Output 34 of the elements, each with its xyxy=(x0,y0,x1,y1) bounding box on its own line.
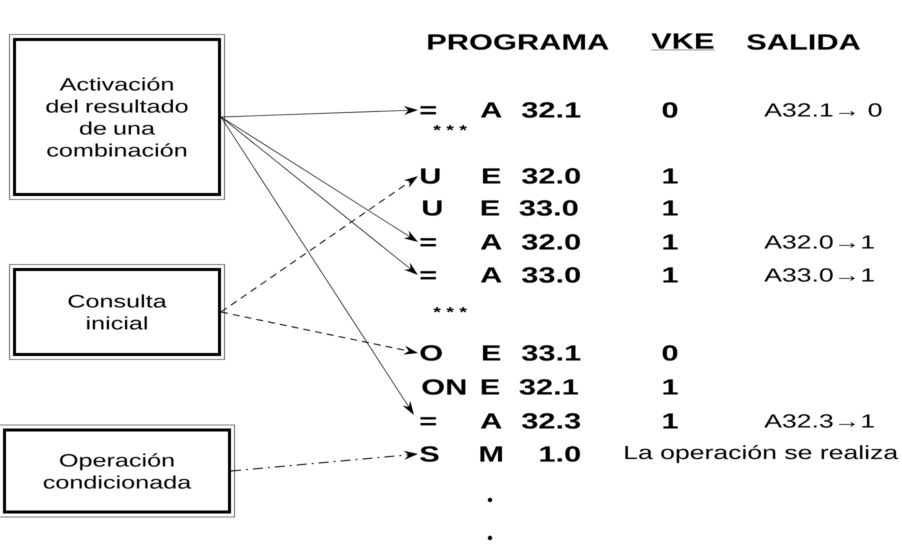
text-box: Operación condicionada xyxy=(0,424,235,518)
output-value: A32.1→ 0 xyxy=(764,103,882,117)
vke-value: 0 xyxy=(662,345,678,361)
vke-value: 1 xyxy=(663,267,678,283)
address: 33.0 xyxy=(520,200,578,216)
program-line: U E 32.0 xyxy=(421,168,580,184)
text-box: Activación del resultado de una combinación xyxy=(9,34,225,200)
output-value: A33.0→1 xyxy=(764,268,874,282)
column-heading: VKE xyxy=(651,33,715,50)
program-line: = A 32.3 xyxy=(420,413,580,429)
program-line: S M 1.0 xyxy=(420,446,580,462)
vke-value: 1 xyxy=(663,168,678,184)
result-note: La operación se realiza xyxy=(625,445,898,463)
program-line: = A 33.0 xyxy=(420,267,580,283)
ellipsis-stars: * * * xyxy=(433,125,467,130)
program-line: O E 33.1 xyxy=(420,345,580,361)
vke-value: 1 xyxy=(663,200,678,216)
program-line: = A 32.1 xyxy=(420,102,580,118)
ellipsis-stars: * * * xyxy=(433,307,467,312)
operation-code: ON xyxy=(422,379,466,395)
output-value: A32.0→1 xyxy=(764,235,874,249)
operation-code: U xyxy=(423,200,442,216)
vke-value: 1 xyxy=(663,234,678,250)
vke-value: 1 xyxy=(663,413,678,429)
program-line: = A 32.0 xyxy=(420,234,580,250)
column-heading: PROGRAMA xyxy=(428,34,608,50)
operand: E xyxy=(482,200,500,216)
text-box: Consulta inicial xyxy=(9,264,225,360)
vke-value: 1 xyxy=(663,379,678,395)
vke-value: 0 xyxy=(662,102,678,118)
output-value: A32.3→1 xyxy=(764,414,874,428)
column-heading: SALIDA xyxy=(747,34,860,50)
address: 32.1 xyxy=(520,379,578,395)
operand: E xyxy=(482,379,500,395)
